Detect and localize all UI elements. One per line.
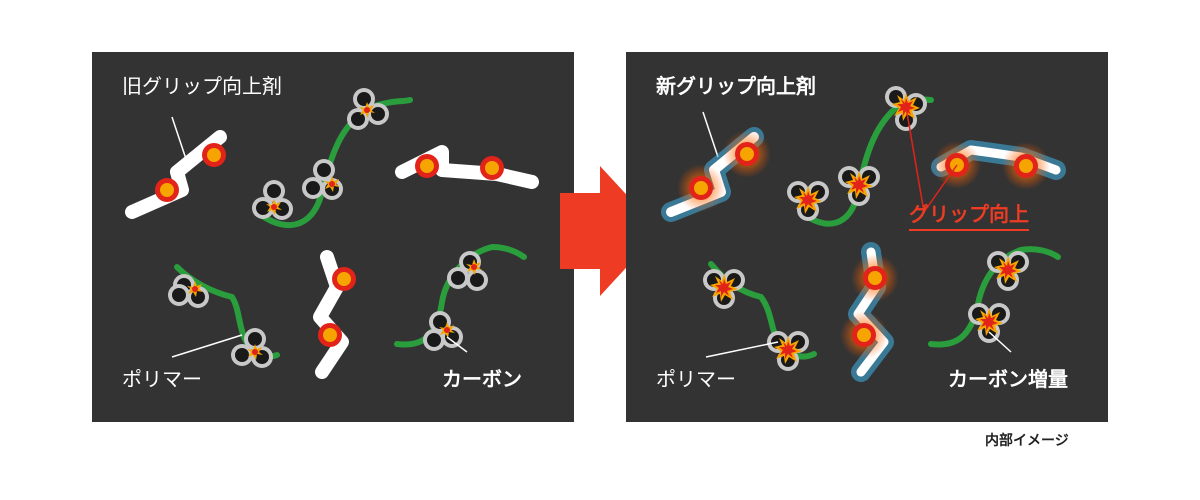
grip-leader-line	[905, 106, 925, 213]
new-compound-panel: 新グリップ向上剤 グリップ向上 ポリマー カーボン増量	[626, 52, 1108, 422]
grip-agent-particle	[723, 130, 771, 178]
polymer-label: ポリマー	[656, 367, 736, 391]
carbon-label: カーボン	[442, 367, 522, 391]
grip-agent-particle	[851, 254, 899, 302]
carbon-cluster	[168, 274, 209, 308]
carbon-leader-line	[988, 331, 1012, 353]
carbon-cluster	[703, 269, 745, 309]
agent-leader-line	[702, 111, 719, 158]
polymer-leader-line	[705, 341, 779, 358]
grip-agent-particle	[332, 267, 356, 291]
new-agent-label: 新グリップ向上剤	[656, 74, 816, 98]
grip-agent-particle	[415, 154, 439, 178]
carbon-cluster	[987, 251, 1029, 291]
arrow-right-icon	[560, 166, 660, 296]
grip-agent-particle	[155, 178, 179, 202]
carbon-cluster	[767, 331, 809, 371]
carbon-cluster	[968, 303, 1010, 343]
polymer-leader-line	[171, 334, 243, 358]
grip-agent-particle	[677, 164, 725, 212]
carbon-cluster	[347, 88, 389, 130]
grip-leader-line	[923, 164, 958, 213]
old-compound-illustration	[125, 88, 539, 379]
carbon-cluster	[231, 328, 273, 368]
diagram-caption: 内部イメージ	[985, 433, 1069, 449]
polymer-chain	[928, 246, 1061, 348]
polymer-chain	[254, 97, 413, 228]
grip-agent-particle	[1002, 142, 1050, 190]
grip-agent-particle	[202, 143, 226, 167]
grip-agent-particle	[480, 156, 504, 180]
carbon-cluster	[302, 159, 343, 200]
old-agent-strand	[125, 130, 227, 219]
carbon-cluster	[787, 181, 829, 221]
new-compound-illustration	[661, 86, 1066, 382]
agent-leader-line	[171, 116, 188, 163]
carbon-cluster	[838, 166, 880, 206]
carbon-leader-line	[446, 336, 468, 353]
polymer-label: ポリマー	[122, 367, 202, 391]
carbon-increase-label: カーボン増量	[948, 367, 1068, 391]
grip-agent-particle	[318, 323, 342, 347]
grip-agent-particle	[840, 311, 888, 359]
carbon-cluster	[252, 180, 293, 220]
carbon-cluster	[447, 251, 488, 291]
old-compound-panel: 旧グリップ向上剤 ポリマー カーボン	[92, 52, 574, 422]
old-agent-label: 旧グリップ向上剤	[122, 74, 282, 98]
grip-improvement-label: グリップ向上	[909, 202, 1029, 231]
